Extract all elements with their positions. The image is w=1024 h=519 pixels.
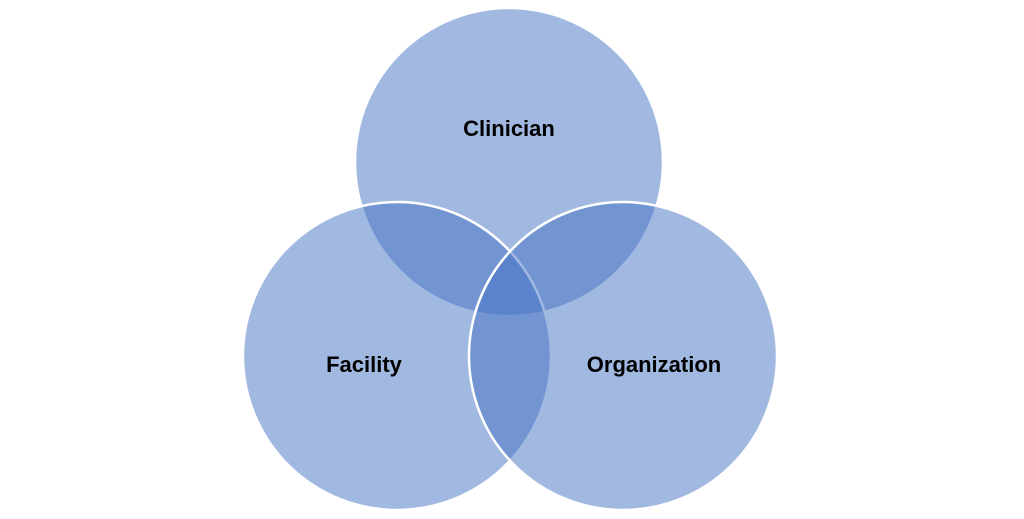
label-clinician: Clinician xyxy=(463,116,555,141)
label-organization: Organization xyxy=(587,352,721,377)
venn-labels: Clinician Facility Organization xyxy=(326,116,721,377)
label-facility: Facility xyxy=(326,352,403,377)
venn-circles xyxy=(241,6,779,512)
circle-organization xyxy=(467,200,779,512)
